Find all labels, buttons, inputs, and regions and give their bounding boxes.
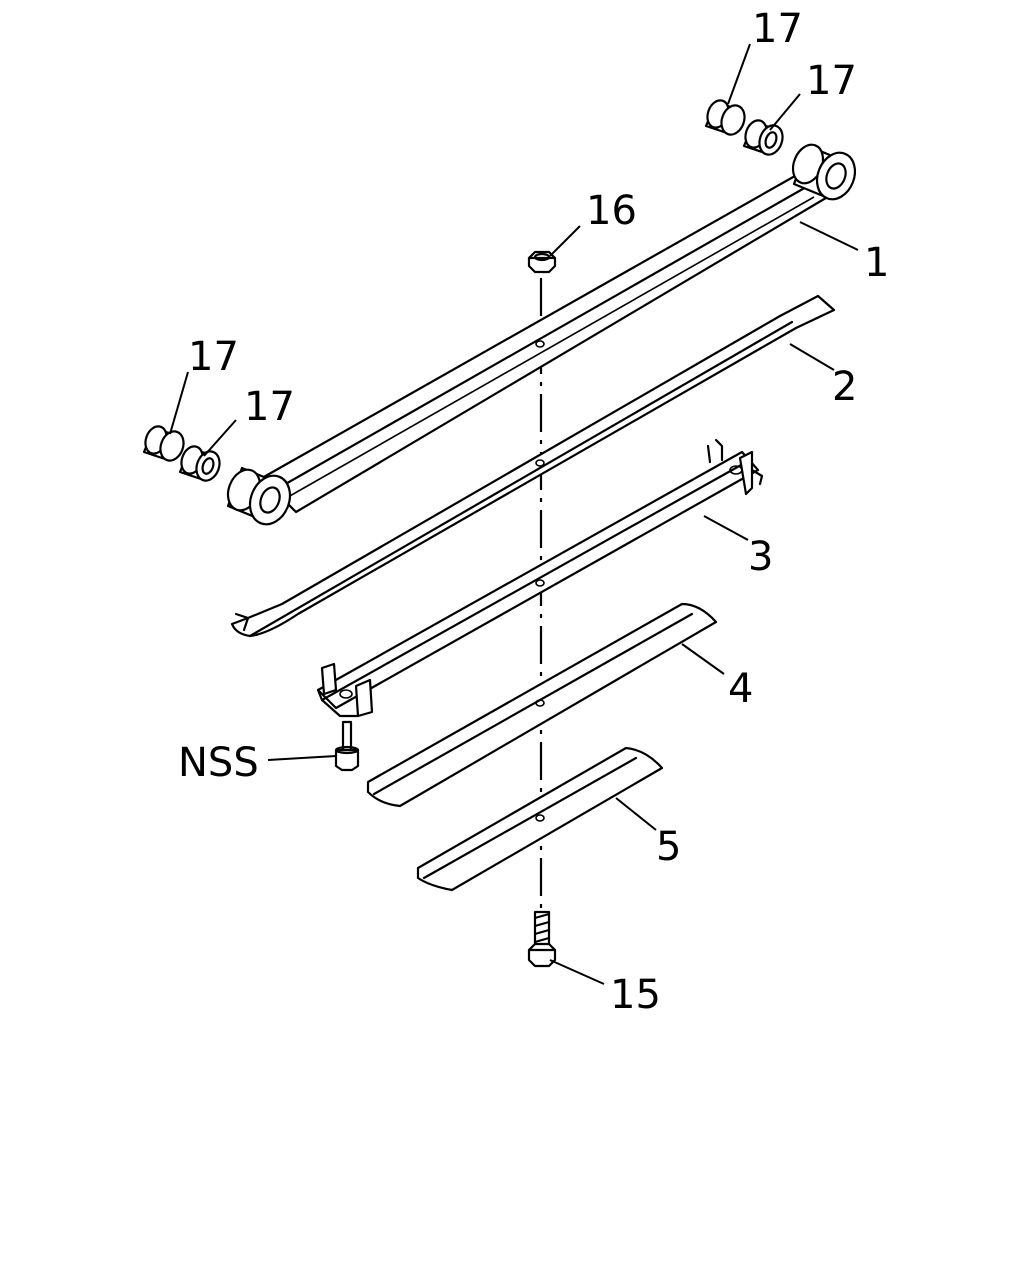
callout-17-left-outer: 17 [188, 334, 239, 380]
callout-17-top-outer: 17 [752, 6, 803, 52]
bushing-17-left-inner [178, 445, 221, 482]
callout-4: 4 [728, 666, 753, 712]
nss-bolt [334, 720, 360, 772]
callout-17-top-inner: 17 [806, 58, 857, 104]
bushing-17-top-outer [704, 99, 746, 136]
leader-15 [549, 959, 605, 985]
callout-1: 1 [864, 240, 889, 286]
part-3-clip-plate [316, 438, 764, 718]
leader-17-left-inner [203, 419, 237, 457]
bushing-17-left-outer [142, 425, 185, 462]
leader-17-left-outer [169, 371, 189, 435]
part-15-center-bolt [527, 910, 557, 968]
leader-17-top-inner [769, 93, 801, 131]
part-16-nut [527, 250, 557, 274]
callout-16: 16 [586, 188, 637, 234]
leader-4 [681, 643, 725, 675]
part-1-main-leaf [226, 143, 857, 526]
part-1-left-eye [226, 466, 292, 526]
leader-5 [615, 797, 657, 831]
part-2-center-hole [535, 459, 545, 467]
leader-lines [169, 43, 859, 985]
part-4-center-hole [535, 699, 545, 707]
leader-1 [799, 221, 859, 251]
bushing-17-top-inner [742, 119, 784, 156]
callout-3: 3 [748, 534, 773, 580]
callout-15: 15 [610, 972, 661, 1018]
leader-2 [789, 343, 835, 371]
part-2-second-leaf [230, 294, 836, 638]
part-5-center-hole [535, 814, 545, 822]
part-3-center-hole [535, 579, 545, 587]
leader-16 [549, 225, 581, 257]
leader-3 [703, 515, 749, 541]
callout-17-left-inner: 17 [244, 384, 295, 430]
part-4-leaf [366, 602, 718, 808]
leader-17-top-outer [727, 43, 751, 105]
callout-5: 5 [656, 824, 681, 870]
callout-nss: NSS [178, 740, 259, 786]
leader-nss [267, 755, 337, 761]
callout-2: 2 [832, 364, 857, 410]
part-1-right-eye [791, 143, 857, 201]
part-1-center-hole [535, 340, 545, 348]
part-5-leaf [416, 746, 664, 892]
